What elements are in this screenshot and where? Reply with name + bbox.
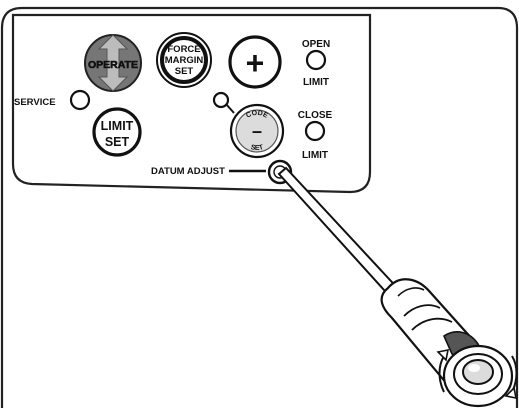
force-margin-set-button[interactable]: FORCE MARGIN SET [156, 32, 212, 88]
operate-button[interactable]: OPERATE [84, 34, 142, 92]
code-set-label: SET [250, 144, 265, 152]
plus-icon: + [246, 45, 265, 81]
service-led [69, 89, 91, 111]
close-label: CLOSE [298, 110, 333, 121]
code-label: CODE [245, 110, 269, 120]
code-set-button[interactable]: CODE – SET [229, 103, 285, 159]
datum-adjust-label: DATUM ADJUST [151, 166, 225, 177]
open-limit-label: LIMIT [303, 77, 329, 88]
up-down-arrow-icon [97, 34, 129, 92]
operate-label: OPERATE [88, 59, 138, 71]
close-limit-label: LIMIT [302, 150, 328, 161]
housing-outline [0, 6, 519, 408]
code-indicator-led [212, 91, 230, 109]
open-limit-led [305, 49, 327, 71]
margin-label: MARGIN [165, 55, 204, 66]
screwdriver-icon [277, 166, 518, 408]
set-label: SET [175, 66, 194, 77]
close-limit-led [304, 120, 326, 142]
limit-set-label: SET [105, 135, 130, 149]
service-label: SERVICE [14, 97, 56, 108]
plus-button[interactable]: + [228, 35, 282, 89]
indicator-connector [225, 103, 235, 114]
minus-icon: – [252, 121, 262, 141]
limit-label: LIMIT [101, 119, 134, 133]
open-label: OPEN [302, 39, 330, 50]
limit-set-button[interactable]: LIMIT SET [92, 107, 142, 157]
force-label: FORCE [167, 44, 200, 55]
